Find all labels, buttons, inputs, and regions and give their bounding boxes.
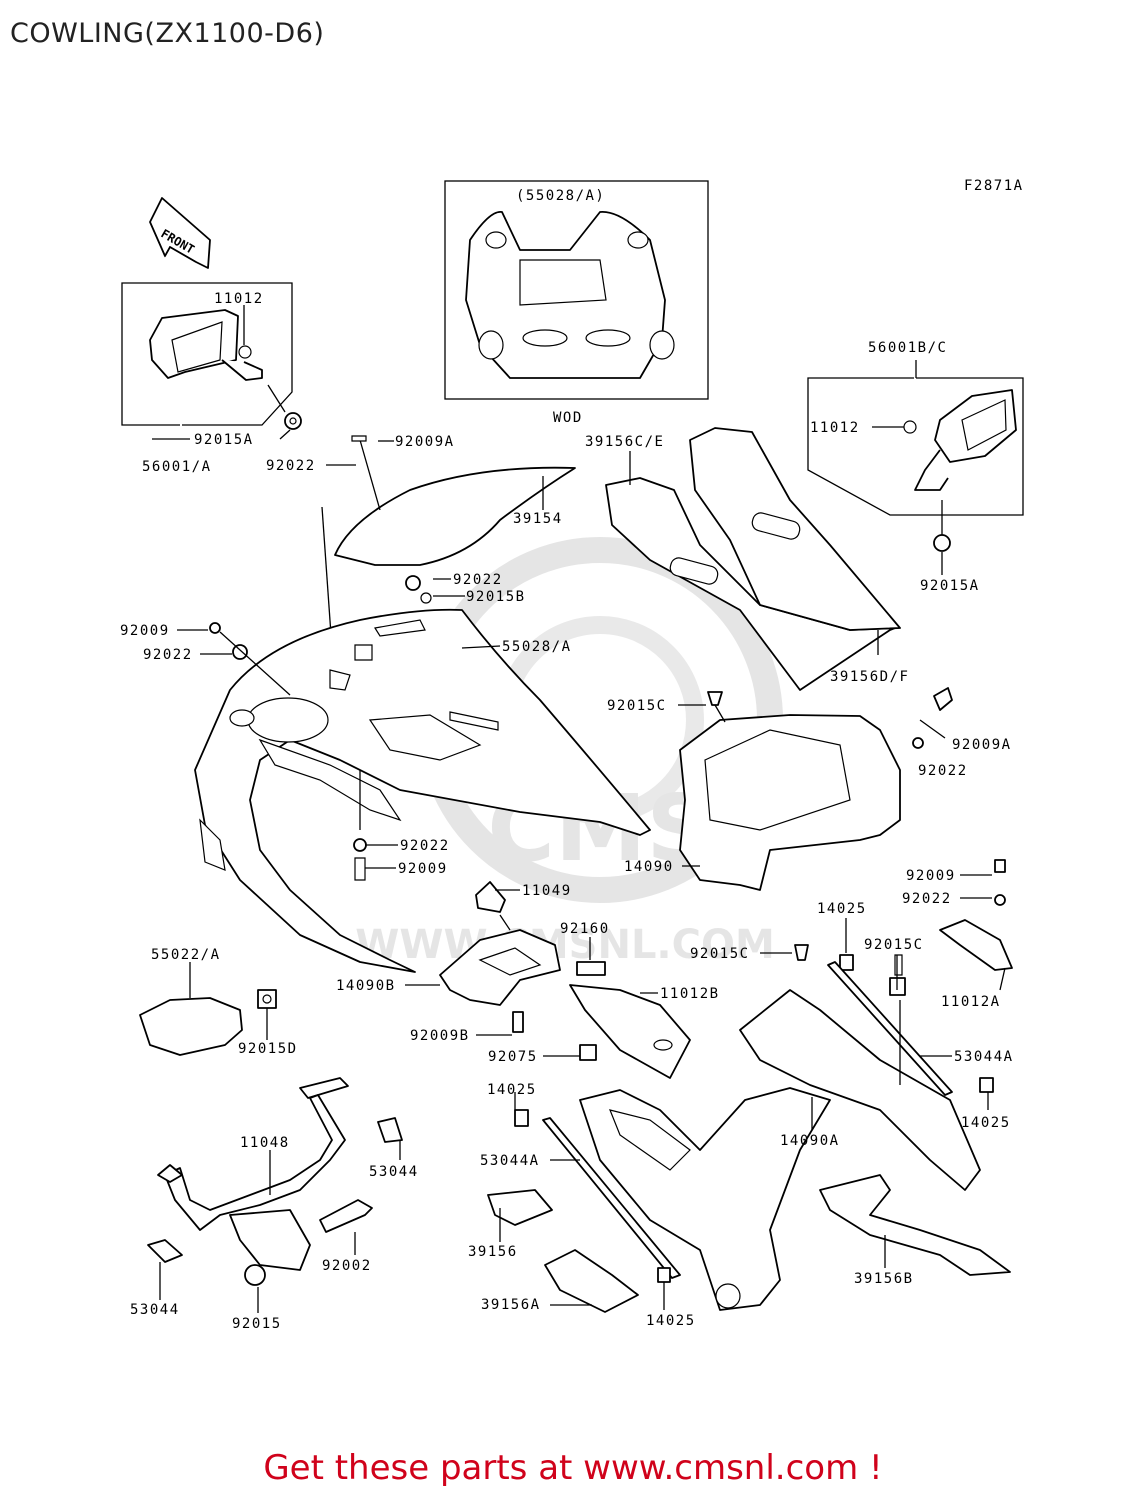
inset-main-caption: (55028/A) [516, 188, 605, 204]
part-label: 11012 [214, 291, 264, 307]
leader-lines [152, 429, 1006, 1313]
watermark-url: WWW.CMSNL.COM [355, 922, 775, 968]
part-label: 92022 [918, 763, 968, 779]
part-label: 11049 [522, 883, 572, 899]
left-mirror-inset [121, 282, 302, 430]
upper-cowl-55028A [194, 608, 651, 973]
part-label: 11012A [941, 994, 1001, 1010]
part-label: 11012 [810, 420, 860, 436]
upper-cowl-inset [444, 180, 709, 400]
part-label: 53044 [369, 1164, 419, 1180]
center-brackets [439, 881, 597, 1061]
part-label: 14090 [624, 859, 674, 875]
page-title: COWLING(ZX1100-D6) [10, 18, 325, 49]
part-label: 11048 [240, 1135, 290, 1151]
part-label: 92009A [952, 737, 1012, 753]
part-label: 92015D [238, 1041, 298, 1057]
part-label: 14090B [336, 978, 396, 994]
right-mirror-inset [807, 360, 1024, 575]
part-label: 92015C [690, 946, 750, 962]
part-label: 39156A [481, 1297, 541, 1313]
part-label: 92022 [902, 891, 952, 907]
part-label: 92002 [322, 1258, 372, 1274]
part-label: 92009 [120, 623, 170, 639]
stay-11048 [147, 1077, 403, 1286]
part-label: 53044 [130, 1302, 180, 1318]
part-label: 92022 [400, 838, 450, 854]
part-label: 92015C [864, 937, 924, 953]
inner-covers [605, 427, 901, 691]
figure-code: F2871A [964, 178, 1024, 194]
part-label: 92015C [607, 698, 667, 714]
cover-55022A [139, 989, 277, 1056]
part-label: 92015A [194, 432, 254, 448]
part-label: 92022 [453, 572, 503, 588]
part-label: 14025 [487, 1082, 537, 1098]
part-label: 55028/A [502, 639, 572, 655]
part-label: 92015 [232, 1316, 282, 1332]
front-arrow-icon: FRONT [149, 197, 211, 269]
part-label: 39156B [854, 1271, 914, 1287]
part-label: 92022 [266, 458, 316, 474]
inset-main-footer: WOD [553, 410, 583, 426]
part-label: 92009B [410, 1028, 470, 1044]
part-label: 92022 [143, 647, 193, 663]
part-label: 39156 [468, 1244, 518, 1260]
part-label: 56001/A [142, 459, 212, 475]
part-label: 14025 [646, 1313, 696, 1329]
part-label: 92009 [906, 868, 956, 884]
part-label: 39156D/F [830, 669, 909, 685]
part-label: 39154 [513, 511, 563, 527]
part-label: 14025 [817, 901, 867, 917]
part-label: 14090A [780, 1133, 840, 1149]
part-label: 11012B [660, 986, 720, 1002]
footer-promo-text[interactable]: Get these parts at www.cmsnl.com ! [263, 1448, 883, 1488]
part-label: 55022/A [151, 947, 221, 963]
part-label: 92009A [395, 434, 455, 450]
part-label: 92015B [466, 589, 526, 605]
part-label: 92009 [398, 861, 448, 877]
part-label: 92075 [488, 1049, 538, 1065]
part-labels: 11012 92015A 56001/A 56001B/C 11012 9201… [120, 291, 1014, 1332]
part-label: 92015A [920, 578, 980, 594]
part-label: 53044A [480, 1153, 540, 1169]
inner-panel-14090 [679, 687, 953, 891]
part-label: 14025 [961, 1115, 1011, 1131]
lower-cowl-14090A [487, 1087, 1011, 1313]
part-label: 92160 [560, 921, 610, 937]
part-label: 39156C/E [585, 434, 664, 450]
part-label: 53044A [954, 1049, 1014, 1065]
right-fairing-parts [569, 859, 1013, 1191]
part-label: 56001B/C [868, 340, 947, 356]
